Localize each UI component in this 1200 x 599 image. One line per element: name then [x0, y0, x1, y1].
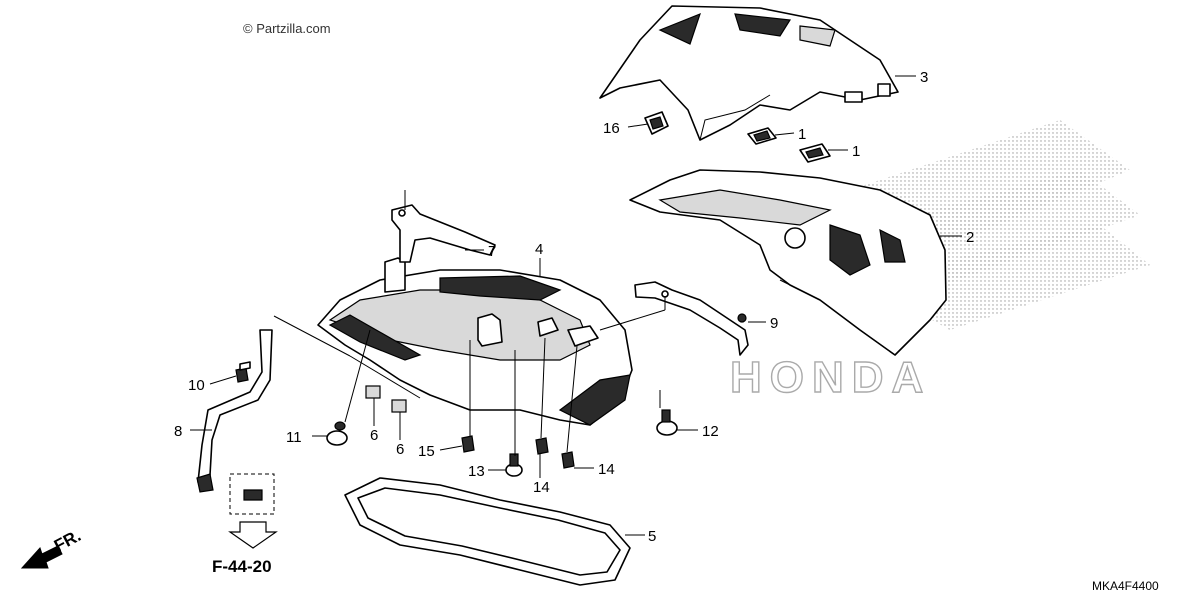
callout-9[interactable]: 9 — [770, 315, 778, 332]
part-1-clip-upper[interactable] — [747, 127, 777, 145]
part-10-screw[interactable] — [235, 361, 251, 383]
callout-15[interactable]: 15 — [418, 443, 435, 460]
callout-1-lower[interactable]: 1 — [852, 143, 860, 160]
reference-code[interactable]: F-44-20 — [212, 557, 272, 576]
diagram-code: MKA4F4400 — [1092, 579, 1159, 593]
part-4-meter-housing[interactable] — [317, 257, 633, 426]
part-5-gasket[interactable] — [344, 477, 631, 586]
part-16-clip[interactable] — [644, 111, 669, 135]
part-7-bracket[interactable] — [391, 204, 496, 263]
part-8-stay[interactable] — [196, 329, 273, 493]
callout-13[interactable]: 13 — [468, 463, 485, 480]
callout-14-b[interactable]: 14 — [598, 461, 615, 478]
watermark-text: © Partzilla.com — [243, 21, 331, 36]
reference-box[interactable] — [228, 473, 278, 549]
part-1-clip-lower[interactable] — [799, 143, 831, 163]
callout-7[interactable]: 7 — [488, 243, 496, 260]
part-3-upper-cover[interactable] — [599, 5, 899, 141]
part-9-bracket[interactable] — [634, 281, 749, 356]
leader-lines — [190, 75, 962, 536]
callout-16[interactable]: 16 — [603, 120, 620, 137]
part-15-screw[interactable] — [461, 435, 475, 453]
callout-10[interactable]: 10 — [188, 377, 205, 394]
callout-6-b[interactable]: 6 — [396, 441, 404, 458]
callout-5[interactable]: 5 — [648, 528, 656, 545]
callout-3[interactable]: 3 — [920, 69, 928, 86]
part-2-side-cover[interactable] — [629, 169, 947, 356]
part-14-screw-b[interactable] — [561, 451, 575, 469]
callout-2[interactable]: 2 — [966, 229, 974, 246]
part-6-damper-b[interactable] — [391, 399, 407, 413]
callout-labels: 1 1 2 3 4 5 6 6 7 8 9 10 11 12 13 14 14 … — [174, 69, 974, 545]
callout-8[interactable]: 8 — [174, 423, 182, 440]
part-12-grommet[interactable] — [656, 409, 678, 436]
part-11-grommet[interactable] — [326, 421, 348, 446]
part-13-grommet[interactable] — [505, 453, 523, 477]
callout-4[interactable]: 4 — [535, 241, 543, 258]
honda-watermark-text: HONDA — [730, 353, 931, 402]
front-direction-arrow: FR. — [20, 526, 84, 569]
part-6-damper-a[interactable] — [365, 385, 381, 399]
callout-14-a[interactable]: 14 — [533, 479, 550, 496]
part-14-screw-a[interactable] — [535, 437, 549, 455]
callout-12[interactable]: 12 — [702, 423, 719, 440]
callout-1-upper[interactable]: 1 — [798, 126, 806, 143]
callout-11[interactable]: 11 — [286, 429, 302, 446]
callout-6-a[interactable]: 6 — [370, 427, 378, 444]
